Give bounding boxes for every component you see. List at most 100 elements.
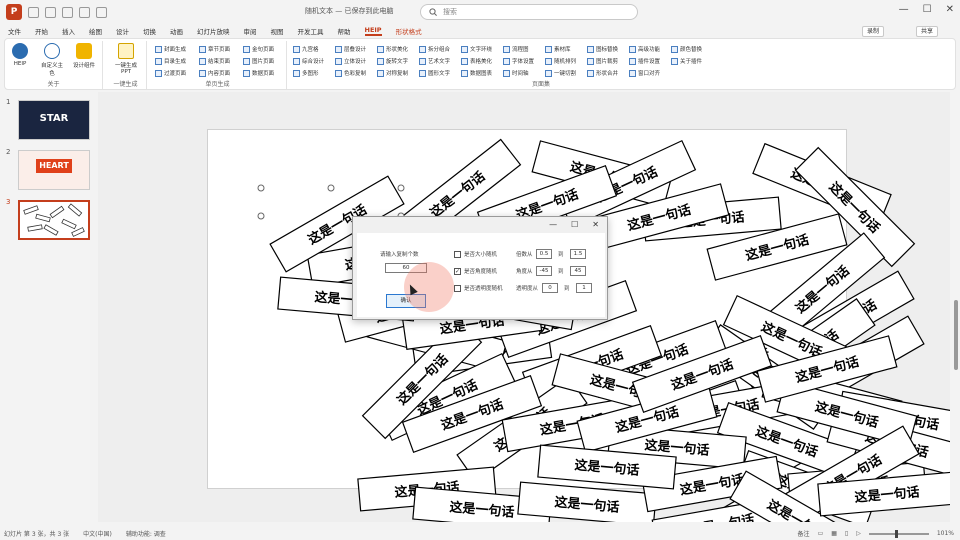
size-random-checkbox[interactable]: [454, 251, 461, 258]
close-button[interactable]: ✕: [945, 4, 954, 15]
redo-icon[interactable]: [79, 6, 90, 18]
accessibility-status[interactable]: 辅助功能: 调查: [125, 531, 166, 538]
ribbon-item-3-11[interactable]: 圆形文字: [419, 68, 450, 78]
ribbon-item-3-8[interactable]: 对称复制: [377, 68, 408, 78]
ribbon-item-3-9[interactable]: 拆分组合: [419, 44, 450, 54]
zoom-level[interactable]: 101%: [936, 530, 954, 537]
text-shape[interactable]: 这是一句话: [412, 486, 552, 522]
heip-button[interactable]: HEIP: [7, 43, 33, 67]
ribbon-item-2-7[interactable]: 图片页面: [243, 56, 274, 66]
transp-min-input[interactable]: 0: [542, 283, 558, 293]
text-shape[interactable]: 这是一句话: [756, 335, 898, 403]
tab-10[interactable]: 开发工具: [297, 28, 324, 36]
ribbon-item-3-15[interactable]: 流程图: [503, 44, 529, 54]
tab-3[interactable]: 绘图: [89, 28, 102, 36]
present-icon[interactable]: [96, 6, 107, 18]
ribbon-item-3-26[interactable]: 窗口对齐: [629, 68, 660, 78]
resize-handle[interactable]: [257, 184, 265, 192]
ribbon-item-3-2[interactable]: 多图形: [293, 68, 319, 78]
save-icon[interactable]: [45, 6, 56, 18]
tab-2[interactable]: 插入: [62, 28, 75, 36]
text-shape[interactable]: 这是一句话: [641, 455, 783, 513]
custom-color-button[interactable]: 自定义主色: [39, 43, 65, 77]
reading-view-icon[interactable]: ▯: [844, 530, 849, 537]
ribbon-item-3-5[interactable]: 色彩复制: [335, 68, 366, 78]
count-input[interactable]: 60: [385, 263, 427, 273]
ribbon-item-3-13[interactable]: 表格美化: [461, 56, 492, 66]
ribbon-item-2-2[interactable]: 过渡页面: [155, 68, 186, 78]
vertical-scrollbar[interactable]: [954, 300, 958, 370]
tab-13[interactable]: 形状格式: [395, 28, 422, 36]
search-box[interactable]: 搜索: [420, 4, 638, 20]
slide-thumb-2[interactable]: HEART: [18, 150, 90, 190]
scale-max-input[interactable]: 1.5: [570, 249, 586, 259]
text-shape[interactable]: 这是一句话: [537, 444, 677, 490]
ribbon-item-3-22[interactable]: 图片裁剪: [587, 56, 618, 66]
autosave-icon[interactable]: [28, 6, 39, 18]
tab-6[interactable]: 动画: [170, 28, 183, 36]
ribbon-item-3-14[interactable]: 数据图表: [461, 68, 492, 78]
record-button[interactable]: 录制: [862, 26, 885, 37]
normal-view-icon[interactable]: ▭: [817, 530, 824, 537]
tab-9[interactable]: 视图: [270, 28, 284, 36]
text-shape[interactable]: 这是一句话: [706, 213, 848, 281]
share-button[interactable]: 共享: [916, 26, 939, 37]
slide-thumb-1[interactable]: STAR: [18, 100, 90, 140]
slideshow-icon[interactable]: ▷: [856, 530, 861, 537]
ribbon-item-3-7[interactable]: 旋转文字: [377, 56, 408, 66]
ribbon-item-3-12[interactable]: 文字环绕: [461, 44, 492, 54]
resize-handle[interactable]: [397, 184, 405, 192]
ribbon-item-3-21[interactable]: 图标替换: [587, 44, 618, 54]
text-shape[interactable]: 这是一句话: [817, 471, 950, 517]
notes-button[interactable]: 备注: [797, 531, 810, 538]
ribbon-item-3-16[interactable]: 字体设置: [503, 56, 534, 66]
undo-icon[interactable]: [62, 6, 73, 18]
ribbon-item-3-25[interactable]: 插件设置: [629, 56, 660, 66]
slide-thumb-3[interactable]: [18, 200, 90, 240]
scale-min-input[interactable]: 0.5: [536, 249, 552, 259]
dialog-close-button[interactable]: ✕: [592, 220, 599, 229]
onekey-ppt-button[interactable]: 一键生成PPT: [113, 43, 139, 75]
tab-8[interactable]: 审阅: [243, 28, 257, 36]
sorter-view-icon[interactable]: ▦: [831, 530, 837, 537]
tab-11[interactable]: 帮助: [337, 28, 351, 36]
tab-5[interactable]: 切换: [143, 28, 156, 36]
dialog-minimize-button[interactable]: —: [549, 220, 558, 229]
minimize-button[interactable]: —: [898, 4, 909, 15]
resize-handle[interactable]: [257, 212, 265, 220]
ribbon-item-3-10[interactable]: 艺术文字: [419, 56, 450, 66]
angle-random-checkbox[interactable]: ✓: [454, 268, 461, 275]
angle-max-input[interactable]: 45: [570, 266, 586, 276]
ribbon-item-3-6[interactable]: 形状美化: [377, 44, 408, 54]
text-shape[interactable]: 这是一句话: [758, 232, 886, 346]
tab-0[interactable]: 文件: [8, 28, 21, 36]
language-indicator[interactable]: 中文(中国): [83, 531, 112, 538]
ribbon-item-3-18[interactable]: 素材库: [545, 44, 571, 54]
tab-1[interactable]: 开始: [35, 28, 48, 36]
zoom-slider[interactable]: [868, 529, 929, 538]
ribbon-item-3-28[interactable]: 关于插件: [671, 56, 702, 66]
design-component-button[interactable]: 设计组件: [71, 43, 97, 69]
ribbon-item-2-0[interactable]: 封面生成: [155, 44, 186, 54]
ribbon-item-3-27[interactable]: 颜色替换: [671, 44, 702, 54]
ribbon-item-3-0[interactable]: 九宫格: [293, 44, 319, 54]
confirm-button[interactable]: 确认: [386, 294, 426, 308]
ribbon-item-3-19[interactable]: 随机排列: [545, 56, 576, 66]
ribbon-item-2-8[interactable]: 数据页面: [243, 68, 274, 78]
ribbon-item-2-4[interactable]: 结束页面: [199, 56, 230, 66]
tab-12[interactable]: HEIP: [364, 26, 382, 36]
ribbon-item-2-6[interactable]: 金句页面: [243, 44, 274, 54]
dialog-maximize-button[interactable]: ☐: [571, 220, 579, 229]
text-shape[interactable]: 这是一句话: [517, 481, 657, 522]
ribbon-item-2-3[interactable]: 章节页面: [199, 44, 230, 54]
ribbon-item-3-17[interactable]: 时间轴: [503, 68, 529, 78]
maximize-button[interactable]: ☐: [922, 4, 932, 15]
ribbon-item-3-1[interactable]: 综合设计: [293, 56, 324, 66]
transp-max-input[interactable]: 1: [576, 283, 592, 293]
angle-min-input[interactable]: -45: [536, 266, 552, 276]
resize-handle[interactable]: [327, 184, 335, 192]
tab-4[interactable]: 设计: [116, 28, 129, 36]
ribbon-item-3-24[interactable]: 高级功能: [629, 44, 660, 54]
transparency-random-checkbox[interactable]: [454, 285, 461, 292]
ribbon-item-3-23[interactable]: 形状合并: [587, 68, 618, 78]
